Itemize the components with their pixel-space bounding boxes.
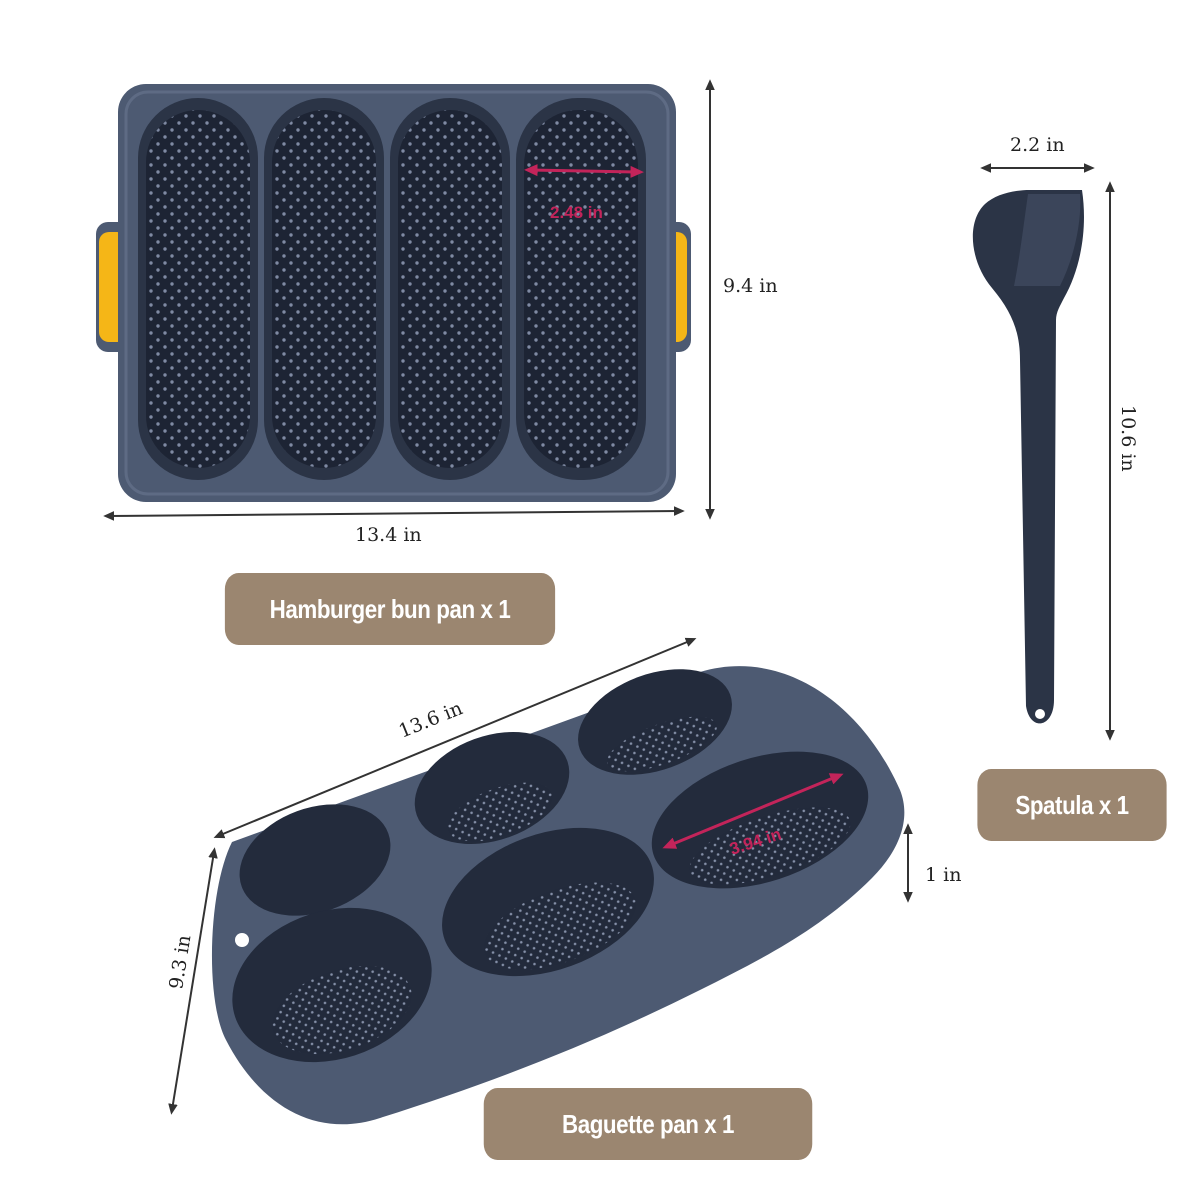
bun-pan-label: Hamburger bun pan x 1 [224, 573, 556, 645]
top-pan-width-label: 13.4 in [355, 524, 422, 546]
spatula-hang-hole [1035, 709, 1045, 719]
bottom-pan: 3.94 in [211, 666, 905, 1125]
slot-width-arrow [524, 164, 644, 178]
spatula-head [972, 190, 1084, 724]
bottom-pan-hang-hole [235, 933, 249, 947]
bottom-pan-length-label: 13.6 in [396, 697, 466, 742]
top-pan-width-arrow [103, 506, 685, 521]
top-pan-slots [138, 98, 646, 480]
bottom-pan-length-arrow [213, 637, 697, 839]
spatula-illustration [972, 190, 1084, 724]
bottom-pan-depth-label: 1 in [925, 864, 961, 886]
top-pan-height-label: 9.4 in [723, 275, 778, 297]
bottom-pan-width-label: 9.3 in [165, 933, 195, 990]
spatula-label: Spatula x 1 [977, 769, 1167, 841]
bottom-pan-width-arrow [168, 847, 218, 1115]
top-pan: 2.48 in [96, 84, 691, 502]
spatula-length-label: 10.6 in [1117, 405, 1139, 472]
slot-width-label: 2.48 in [550, 203, 603, 222]
baguette-pan-label: Baguette pan x 1 [483, 1088, 813, 1160]
spatula-width-label: 2.2 in [1010, 134, 1065, 156]
